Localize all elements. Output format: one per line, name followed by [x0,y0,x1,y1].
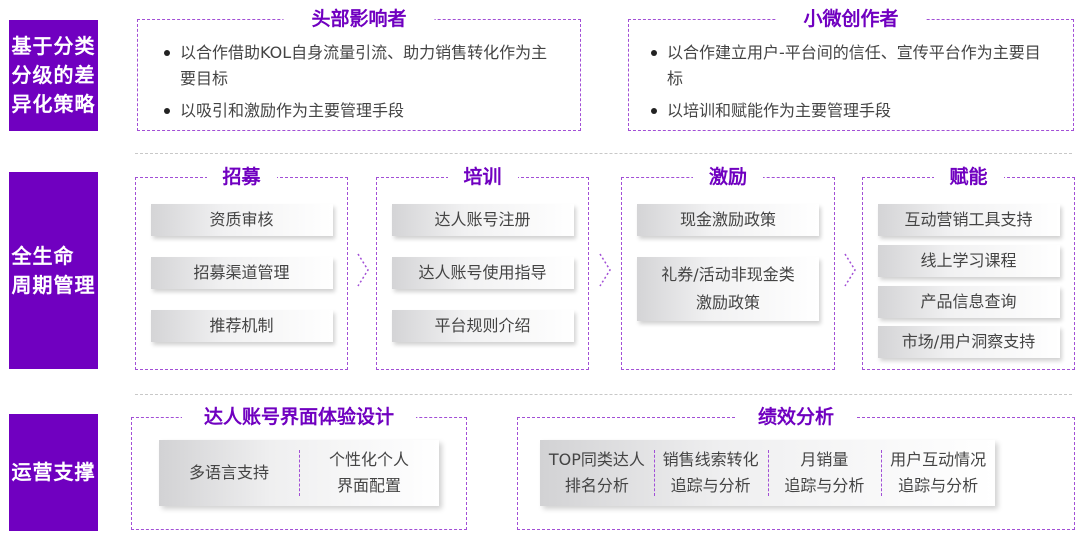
stage-empower: 赋能 互动营销工具支持 线上学习课程 产品信息查询 市场/用户洞察支持 [862,165,1075,370]
strategy-row-label: 基于分类 分级的差 异化策略 [9,20,98,131]
stage-item: 互动营销工具支持 [877,204,1060,236]
group-account-ui-design: 达人账号界面体验设计 多语言支持 个性化个人 界面配置 [131,405,467,530]
analysis-cell: 用户互动情况 追踪与分析 [881,440,995,506]
cell-row: 多语言支持 个性化个人 界面配置 [159,440,439,506]
cell-row: TOP同类达人 排名分析 销售线索转化 追踪与分析 月销量 追踪与分析 用户互动… [540,440,995,506]
analysis-cell: TOP同类达人 排名分析 [548,450,645,495]
lifecycle-row-label: 全生命 周期管理 [9,172,98,369]
group-title: 头部影响者 [283,7,435,31]
operations-row-label: 运营支撑 [9,414,98,531]
stage-item: 礼券/活动非现金类 激励政策 [637,257,819,321]
chevron-right-icon [844,253,856,287]
analysis-cell: 月销量 追踪与分析 [767,440,882,506]
stage-title: 激励 [692,165,764,189]
bullet-item: 以吸引和激励作为主要管理手段 [160,98,560,124]
stage-recruit: 招募 资质审核 招募渠道管理 推荐机制 [135,165,348,370]
stage-item: 平台规则介绍 [391,310,574,342]
stage-training: 培训 达人账号注册 达人账号使用指导 平台规则介绍 [376,165,589,370]
bullet-item: 以合作借助KOL自身流量引流、助力销售转化作为主要目标 [160,40,560,92]
stage-item: 资质审核 [150,204,333,236]
bullet-item: 以合作建立用户-平台间的信任、宣传平台作为主要目标 [647,40,1047,92]
group-head-influencer: 头部影响者 以合作借助KOL自身流量引流、助力销售转化作为主要目标 以吸引和激励… [137,7,581,131]
label-line: 分级的差 [11,63,96,87]
stage-incentive: 激励 现金激励政策 礼券/活动非现金类 激励政策 [621,165,835,370]
stage-item: 招募渠道管理 [150,257,333,289]
bullet-item: 以培训和赋能作为主要管理手段 [647,98,1047,124]
analysis-cell: 销售线索转化 追踪与分析 [653,440,768,506]
group-title: 绩效分析 [735,405,857,429]
stage-item: 达人账号使用指导 [391,257,574,289]
stage-item: 达人账号注册 [391,204,574,236]
chevron-right-icon [357,253,369,287]
stage-title: 培训 [447,165,518,189]
feature-cell: 个性化个人 界面配置 [299,440,439,506]
group-micro-creator: 小微创作者 以合作建立用户-平台间的信任、宣传平台作为主要目标 以培训和赋能作为… [628,7,1074,131]
chevron-right-icon [599,253,611,287]
label-line: 全生命 [11,243,75,268]
stage-item: 线上学习课程 [877,245,1060,277]
row-separator [135,394,1072,395]
feature-cell: 多语言支持 [188,463,269,482]
group-performance-analysis: 绩效分析 TOP同类达人 排名分析 销售线索转化 追踪与分析 月销量 追踪与分析… [517,405,1075,530]
stage-item: 推荐机制 [150,310,333,342]
row-separator [135,153,1072,154]
stage-item: 市场/用户洞察支持 [877,326,1060,358]
label-line: 异化策略 [11,92,96,116]
stage-item: 现金激励政策 [637,204,819,236]
group-title: 达人账号界面体验设计 [181,405,417,429]
stage-item: 产品信息查询 [877,286,1060,318]
label-line: 周期管理 [11,272,96,297]
label-line: 运营支撑 [11,460,96,484]
group-title: 小微创作者 [775,7,927,31]
stage-title: 招募 [206,165,277,189]
label-line: 基于分类 [11,34,96,58]
stage-title: 赋能 [933,165,1004,189]
